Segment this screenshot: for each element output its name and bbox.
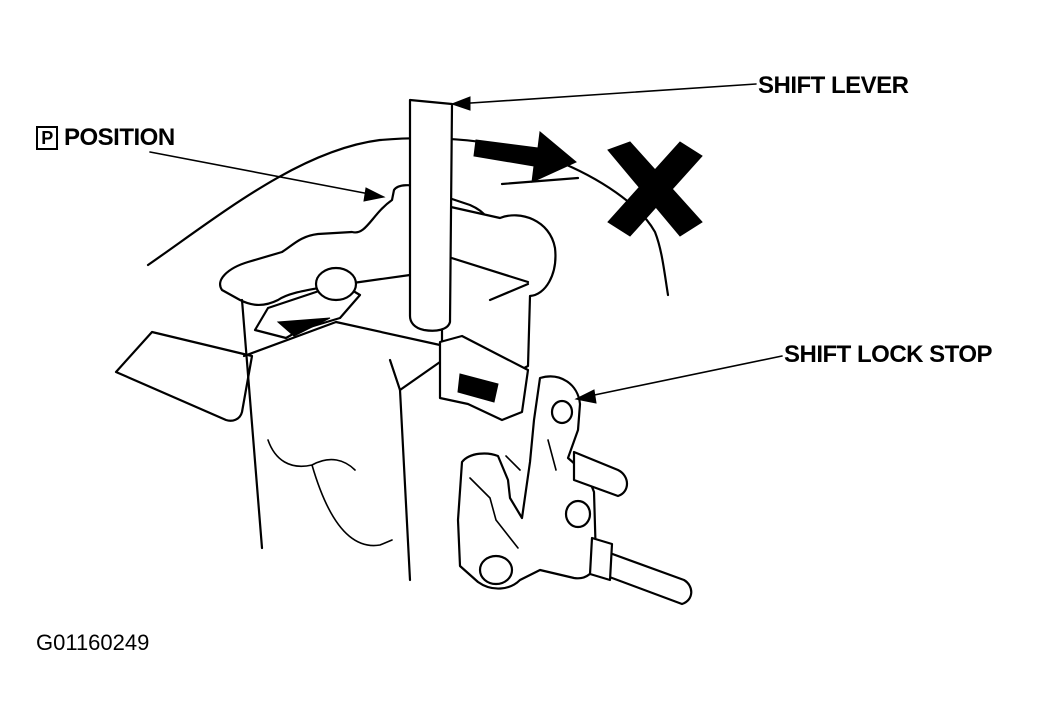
position-text: POSITION <box>64 124 175 151</box>
body-left-edge <box>240 298 264 550</box>
shift-lever-label: SHIFT LEVER <box>758 72 909 99</box>
figure-id: G01160249 <box>36 630 150 655</box>
stop-pivot-top <box>550 399 574 425</box>
push-arrow-trail <box>500 176 580 186</box>
shift-lock-stop-label: SHIFT LOCK STOP <box>784 341 993 368</box>
p-position-label: P POSITION <box>36 126 175 150</box>
body-side-edge <box>398 360 442 392</box>
left-plate <box>114 330 254 422</box>
stop-lever-detail <box>469 439 557 549</box>
detent-spring <box>253 280 362 340</box>
leader-shift-lock-stop-head <box>574 389 597 404</box>
push-arrow-icon <box>473 131 577 183</box>
stop-pivot-mid <box>564 499 592 529</box>
cross-mark-icon <box>607 141 703 237</box>
stop-bracket-slot <box>457 373 499 403</box>
body-cutout <box>267 439 393 547</box>
lever-block <box>440 203 557 380</box>
stop-pivot-bottom <box>478 554 514 586</box>
leader-shift-lever-head <box>450 96 471 111</box>
shift-lock-stop-lever <box>456 375 598 590</box>
stop-bracket <box>438 334 530 422</box>
leader-shift-lock-stop <box>579 355 783 399</box>
leader-position <box>149 151 381 197</box>
lever-block-front <box>440 253 530 302</box>
detent-wedge <box>276 317 331 337</box>
housing-top-curve <box>146 137 670 297</box>
shift-lever-rod <box>408 98 454 332</box>
leader-shift-lever <box>455 83 757 105</box>
leader-position-head <box>363 187 386 202</box>
lower-pin <box>594 546 693 606</box>
detent-knob <box>314 266 358 302</box>
p-position-marker: P <box>36 126 58 150</box>
body-front-corner <box>388 358 412 582</box>
lower-pin-collar <box>588 536 614 582</box>
upper-pin <box>572 450 629 498</box>
body-front-top <box>242 320 442 358</box>
